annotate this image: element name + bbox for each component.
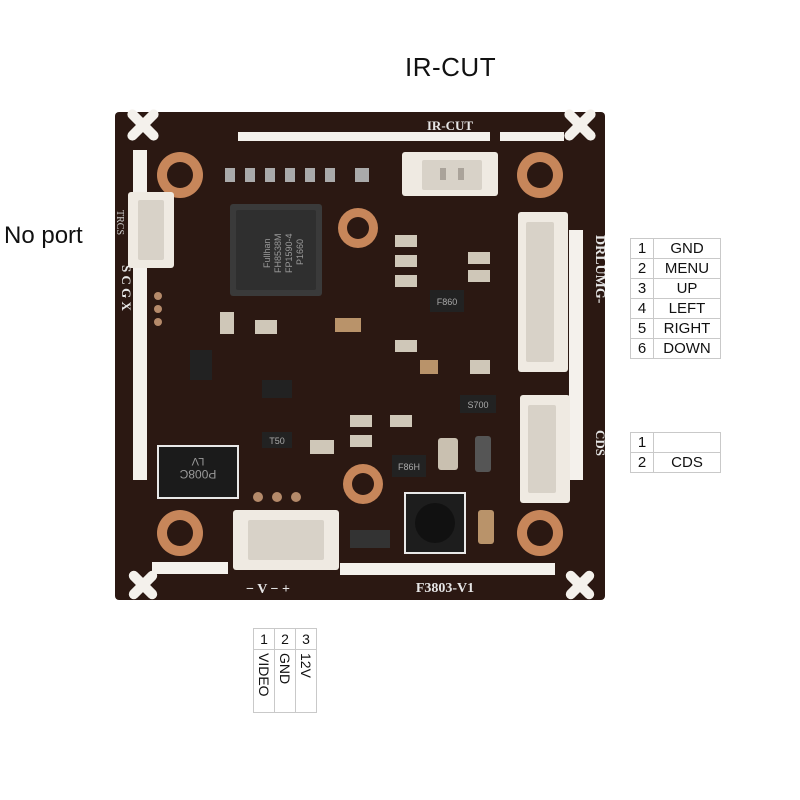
no-port-label: No port [4,222,83,249]
pin-number: 5 [630,318,654,339]
pin-number: 2 [274,628,296,650]
left-pin-header [154,292,162,326]
table-row: 3 UP [630,278,721,299]
pin-number: 1 [630,432,654,453]
ic-s700 [460,395,496,413]
pcb-bottom-left-slot [152,562,228,574]
chip-label: Fullhan FH8538M FP1590-4 P1660 [262,231,305,273]
cds-connector [520,395,570,503]
pin-label: VIDEO [256,653,272,697]
svg-text:T50: T50 [269,436,285,446]
table-row: 4 LEFT [630,298,721,319]
pin-label: CDS [653,452,721,473]
ircut-title: IR-CUT [405,52,497,82]
pin-label-cell: VIDEO [253,649,275,713]
silk-right: DRLUMG- [592,235,607,304]
silk-cds: CDS [593,430,608,456]
table-row: 1 GND [630,238,721,259]
pin-label: 12V [298,653,314,678]
pin-label: RIGHT [653,318,721,339]
svg-text:S700: S700 [467,400,488,410]
menu-connector [518,212,568,372]
pin-label: DOWN [653,338,721,359]
pin-label-cell: GND [274,649,296,713]
silk-diode: P008C [179,467,216,481]
table-row: 6 DOWN [630,338,721,359]
pin-number: 3 [630,278,654,299]
pin-label-cell: 12V [295,649,317,713]
pin-label: GND [653,238,721,259]
pin-label: UP [653,278,721,299]
menu-pinout-table: 1 GND 2 MENU 3 UP 4 LEFT 5 RIGHT 6 DOWN [630,238,721,359]
main-chip [230,204,322,296]
pin-number: 2 [630,452,654,473]
table-row: 5 RIGHT [630,318,721,339]
inductor [404,492,466,554]
silk-model: F3803-V1 [416,581,474,596]
diode-package [157,445,239,499]
power-connector [233,492,339,570]
pin-number: 2 [630,258,654,279]
table-row: 2 MENU [630,258,721,279]
pcb-bottom-slot [340,563,555,575]
power-pinout-table: 1 2 3 VIDEO GND 12V [253,628,317,713]
pin-label: GND [277,653,293,685]
silk-left: TRCS [114,210,125,235]
silk-left2: S C G X [119,265,134,311]
ic-t50 [262,432,292,448]
pin-number: 6 [630,338,654,359]
silk-ircut: IR-CUT [427,118,474,133]
left-connector [128,192,174,268]
pin-number: 3 [295,628,317,650]
pcb-right-slot [569,230,583,480]
table-row: VIDEO GND 12V [253,649,317,713]
pin-number: 1 [253,628,275,650]
pin-number: 1 [630,238,654,259]
pin-label: MENU [653,258,721,279]
silk-diode2: LV [191,455,204,467]
silk-power: − V − + [246,582,290,597]
ircut-connector [402,152,498,196]
table-row: 1 2 3 [253,628,317,650]
table-row: 1 [630,432,721,453]
pin-label: LEFT [653,298,721,319]
cds-pinout-table: 1 2 CDS [630,432,721,473]
pcb-top-slot [238,132,490,141]
smd-components [190,168,494,548]
pin-label [653,432,721,453]
table-row: 2 CDS [630,452,721,473]
svg-text:F86H: F86H [398,462,420,472]
mounting-holes [157,152,563,556]
pcb-top-right-slot [500,132,564,141]
ic-f86h [392,455,426,477]
svg-text:F860: F860 [437,297,458,307]
ic-f860 [430,290,464,312]
pin-number: 4 [630,298,654,319]
